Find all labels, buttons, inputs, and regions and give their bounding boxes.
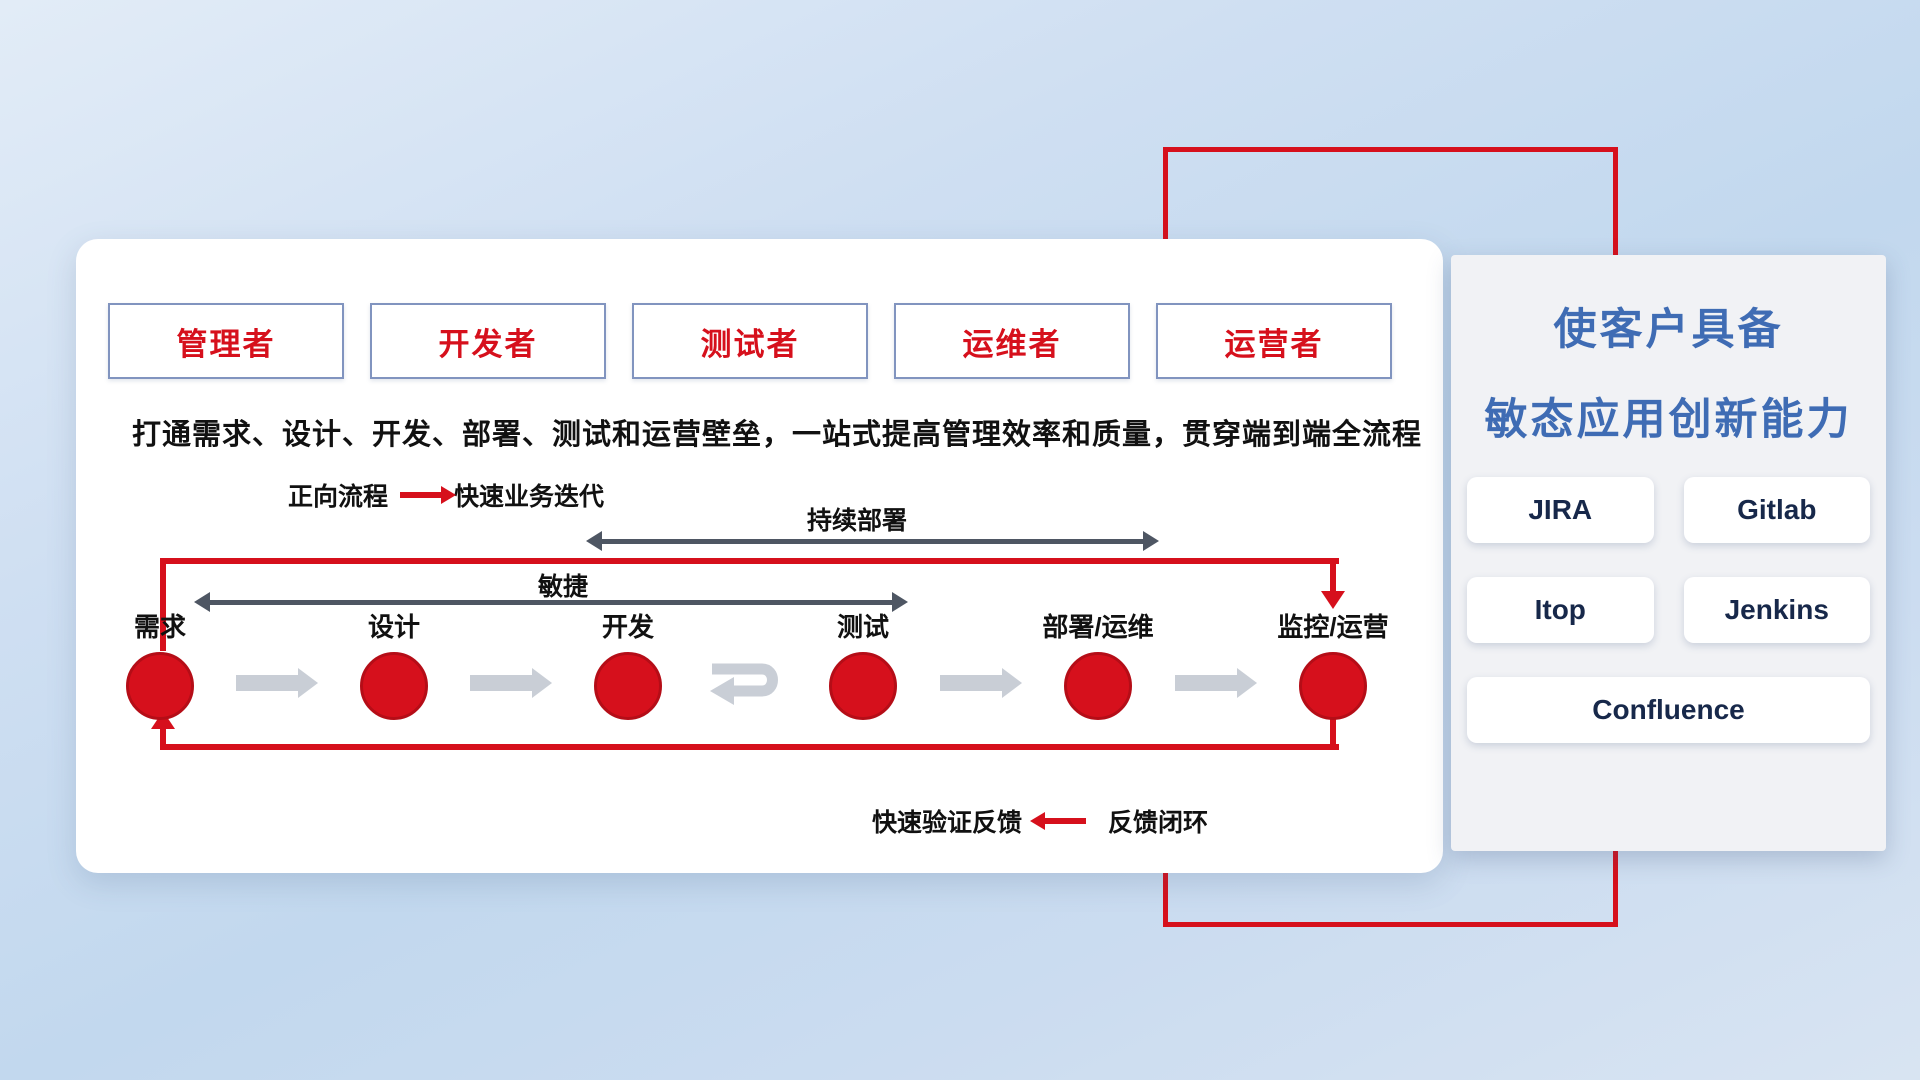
flow-arrow-icon [470,668,552,698]
stage-label: 测试 [836,612,889,642]
stage-dot-icon [360,652,428,720]
stage-dot-icon [594,652,662,720]
panel-title-line1: 使客户具备 [1553,306,1784,354]
stage-requirement: 需求 [65,607,255,720]
feedback-loop-right-line [1330,718,1336,748]
forward-arrow-icon [400,486,457,504]
tool-chip-gitlab: Gitlab [1683,477,1870,543]
stage-dot-icon [829,652,897,720]
forward-loop-left-line [160,558,166,651]
role-box-operator: 运营者 [1156,303,1392,379]
feedback-loop-bottom-line [160,744,1339,750]
forward-flow-legend: 正向流程 快速业务迭代 [288,477,604,513]
tool-chip-jenkins: Jenkins [1683,577,1870,643]
feedback-loop-left-line [160,729,166,747]
forward-flow-desc: 快速业务迭代 [454,483,605,511]
stage-deploy-ops: 部署/运维 [1003,607,1193,720]
forward-loop-top-line [160,558,1339,564]
feedback-label: 快速验证反馈 [872,809,1023,837]
stage-test: 测试 [768,607,958,720]
stage-design: 设计 [299,607,489,720]
agile-arrow-icon [194,592,908,612]
card-subtitle: 打通需求、设计、开发、部署、测试和运营壁垒，一站式提高管理效率和质量，贯穿端到端… [132,419,1423,451]
stage-dot-icon [126,652,194,720]
panel-title-line2: 敏态应用创新能力 [1484,396,1853,444]
stage-dot-icon [1064,652,1132,720]
role-label: 运维者 [962,326,1062,362]
feedback-legend: 快速验证反馈 反馈闭环 [872,803,1208,839]
stage-label: 设计 [367,612,420,642]
continuous-deploy-arrow-icon [586,531,1159,551]
flow-arrow-icon [1175,668,1257,698]
stage-monitor: 监控/运营 [1238,607,1428,720]
stage-label: 监控/运营 [1277,612,1389,642]
continuous-deploy-label: 持续部署 [806,507,908,535]
capability-panel: 使客户具备 敏态应用创新能力 JIRA Gitlab Itop Jenkins … [1451,255,1886,851]
role-box-developer: 开发者 [370,303,606,379]
flow-arrow-icon [236,668,318,698]
flow-arrow-icon [940,668,1022,698]
role-label: 开发者 [438,326,538,362]
tools-grid: JIRA Gitlab Itop Jenkins Confluence [1467,477,1870,743]
forward-loop-right-line [1330,558,1336,592]
tool-chip-itop: Itop [1467,577,1654,643]
forward-flow-label: 正向流程 [288,483,389,511]
stage-develop: 开发 [533,607,723,720]
agile-label: 敏捷 [537,573,589,601]
role-box-manager: 管理者 [108,303,344,379]
roles-row: 管理者 开发者 测试者 运维者 运营者 [108,303,1392,379]
feedback-desc: 反馈闭环 [1108,809,1209,837]
stage-label: 需求 [133,612,186,642]
stage-dot-icon [1299,652,1367,720]
forward-loop-arrowhead-icon [1321,591,1345,609]
tool-chip-confluence: Confluence [1467,677,1870,743]
role-label: 测试者 [700,326,800,362]
devops-flow-card: 管理者 开发者 测试者 运维者 运营者 打通需求、设计、开发、部署、测试和运营壁… [76,239,1443,873]
role-label: 管理者 [176,326,276,362]
role-box-tester: 测试者 [632,303,868,379]
tool-chip-jira: JIRA [1467,477,1654,543]
stage-label: 部署/运维 [1042,612,1154,642]
role-box-ops: 运维者 [894,303,1130,379]
role-label: 运营者 [1224,326,1324,362]
feedback-arrow-icon [1030,812,1087,830]
iteration-loop-arrow-icon [706,655,784,714]
stage-label: 开发 [601,612,654,642]
